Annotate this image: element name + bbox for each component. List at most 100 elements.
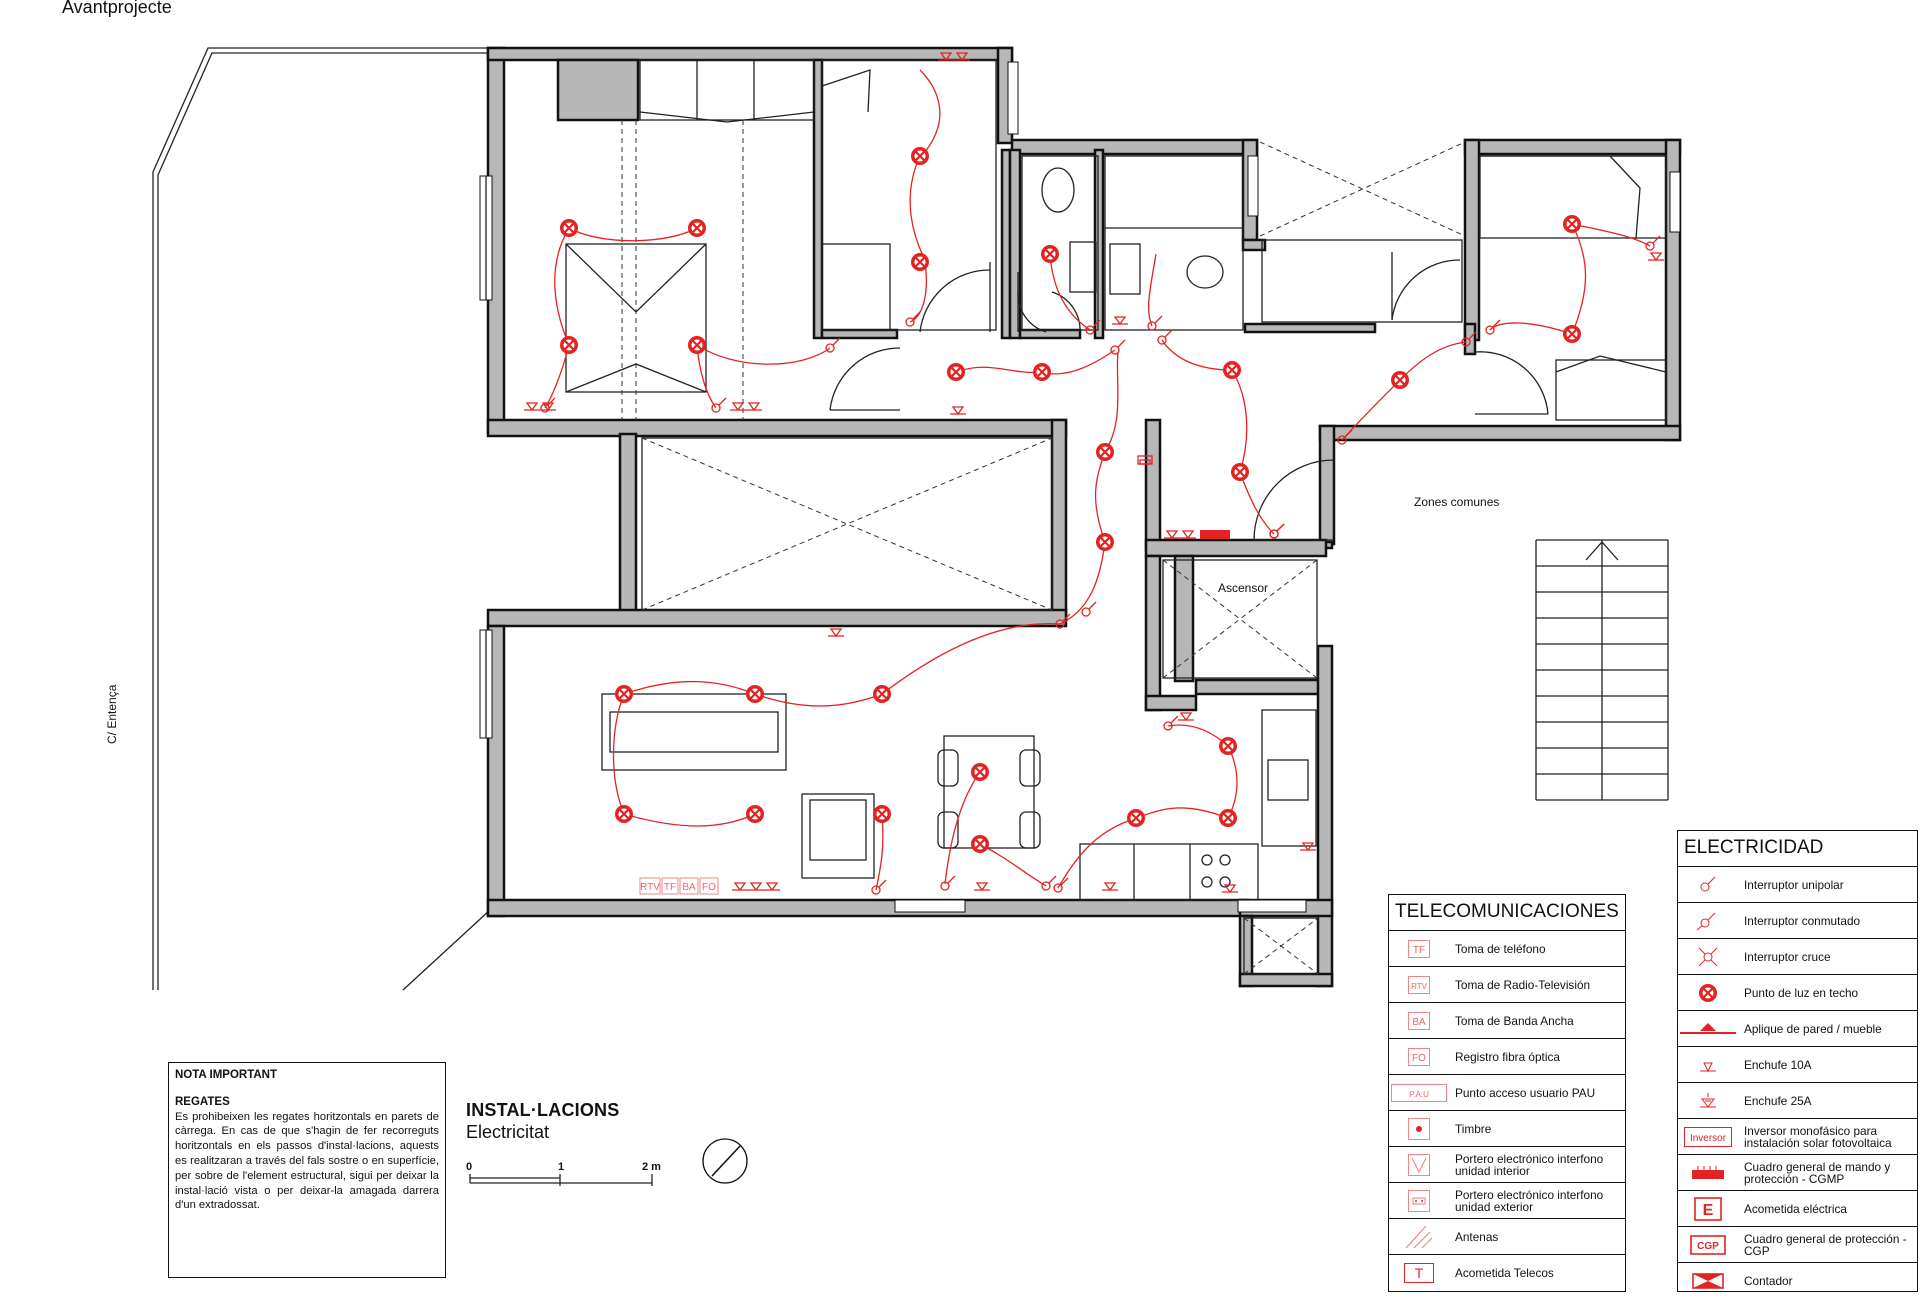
symbol-inversor-icon: Inversor <box>1678 1119 1738 1154</box>
scale-tick-0: 0 <box>466 1161 472 1173</box>
scale-bar: 0 1 2 m <box>466 1161 661 1186</box>
ceiling-light-icon <box>688 219 706 237</box>
svg-text:Inversor: Inversor <box>1690 1133 1727 1144</box>
ceiling-lights <box>560 147 1581 853</box>
telecom-legend-label: Portero electrónico interfono unidad ext… <box>1455 1187 1604 1214</box>
electric-legend-row: Inversor Inversor monofásico para instala… <box>1678 1119 1917 1155</box>
north-arrow-icon <box>702 1138 748 1184</box>
socket-10a-icon <box>1678 1047 1738 1082</box>
ceiling-light-icon <box>615 685 633 703</box>
electric-legend-label: Punto de luz en techo <box>1744 985 1859 1000</box>
common-zone-label: Zones comunes <box>1414 495 1499 509</box>
ceiling-light-icon <box>911 253 929 271</box>
electric-legend-label: Contador <box>1744 1273 1793 1288</box>
svg-text:TF: TF <box>1413 945 1425 956</box>
electric-legend-row: Interruptor cruce <box>1678 939 1917 975</box>
ceiling-light-icon <box>1223 361 1241 379</box>
electric-legend-label: Acometida eléctrica <box>1744 1201 1847 1216</box>
rtv-socket-label: RTV <box>640 882 660 893</box>
drawing-title: INSTAL·LACIONS Electricitat <box>466 1100 619 1143</box>
walls <box>486 46 1682 988</box>
intercom-inner-icon <box>1389 1147 1449 1182</box>
meter-icon <box>1678 1263 1738 1298</box>
electric-legend-row: Aplique de pared / mueble <box>1678 1011 1917 1047</box>
ceiling-light-icon <box>1219 737 1237 755</box>
street-edge <box>152 47 491 991</box>
telecom-legend-label: Toma de Radio-Televisión <box>1455 977 1591 992</box>
electric-legend-row: E Acometida eléctrica <box>1678 1191 1917 1227</box>
electric-legend-label: Inversor monofásico para instalación sol… <box>1744 1123 1892 1150</box>
note-subtitle: REGATES <box>175 1095 230 1108</box>
telecom-legend-label: Timbre <box>1455 1121 1492 1136</box>
ceiling-light-icon <box>971 763 989 781</box>
important-note: NOTA IMPORTANT REGATES Es prohibeixen le… <box>168 1062 446 1278</box>
ceiling-light-icon <box>1391 371 1409 389</box>
electric-legend-label: Enchufe 10A <box>1744 1057 1812 1072</box>
bell-icon <box>1389 1111 1449 1146</box>
ceiling-light-icon <box>947 363 965 381</box>
telecom-legend-row: Timbre <box>1389 1111 1625 1147</box>
telecom-sockets: RTV TF BA FO <box>639 877 719 895</box>
symbol-pau-icon: P.A.U <box>1389 1075 1449 1110</box>
socket-25a-icon <box>1678 1083 1738 1118</box>
ceiling-light-icon <box>688 336 706 354</box>
ceiling-light-icon <box>1563 215 1581 233</box>
ceiling-light-icon <box>1096 533 1114 551</box>
ceiling-light-icon <box>873 805 891 823</box>
intercom-outer-icon <box>1389 1183 1449 1218</box>
ceiling-light-icon <box>560 219 578 237</box>
electric-legend-row: Interruptor conmutado <box>1678 903 1917 939</box>
telecom-legend-row: RTV Toma de Radio-Televisión <box>1389 967 1625 1003</box>
ceiling-light-icon <box>971 835 989 853</box>
ceiling-light-icon <box>911 147 929 165</box>
note-title: NOTA IMPORTANT <box>175 1069 277 1081</box>
electric-legend-label: Interruptor conmutado <box>1744 913 1861 928</box>
windows <box>479 61 1681 913</box>
ceiling-light-icon <box>1033 363 1051 381</box>
telecom-legend-row: Portero electrónico interfono unidad ext… <box>1389 1183 1625 1219</box>
svg-text:FO: FO <box>1412 1053 1426 1064</box>
svg-text:RTV: RTV <box>1411 982 1428 991</box>
telecom-legend-row: Portero electrónico interfono unidad int… <box>1389 1147 1625 1183</box>
telecom-legend-label: Acometida Telecos <box>1455 1266 1554 1280</box>
scale-tick-1: 1 <box>558 1161 564 1173</box>
electric-legend-label: Interruptor cruce <box>1744 949 1831 964</box>
electric-legend-label: Cuadro general de mando y protección - C… <box>1744 1159 1891 1186</box>
electric-legend-row: Punto de luz en techo <box>1678 975 1917 1011</box>
ceiling-light-icon <box>746 805 764 823</box>
ceiling-light-icon <box>615 805 633 823</box>
electric-legend-title: ELECTRICIDAD <box>1678 831 1917 867</box>
ceiling-light-icon <box>1678 975 1738 1010</box>
electric-legend-label: Interruptor unipolar <box>1744 877 1844 892</box>
street-label: C/ Entença <box>105 684 119 744</box>
ceiling-light-icon <box>746 685 764 703</box>
drawing-title-sub: Electricitat <box>466 1122 550 1142</box>
telecom-legend-row: TF Toma de teléfono <box>1389 931 1625 967</box>
ceiling-light-icon <box>1563 325 1581 343</box>
symbol-rtv-icon: RTV <box>1389 967 1449 1002</box>
electric-legend-label: Aplique de pared / mueble <box>1744 1021 1882 1036</box>
drawing-title-main: INSTAL·LACIONS <box>466 1100 620 1120</box>
wall-light-icon <box>1678 1011 1738 1046</box>
ceiling-light-icon <box>1231 463 1249 481</box>
telecom-legend-label: Toma de teléfono <box>1455 941 1546 956</box>
symbol-e-icon: E <box>1678 1191 1738 1226</box>
electric-legend-row: Cuadro general de mando y protección - C… <box>1678 1155 1917 1191</box>
electric-legend-row: Enchufe 10A <box>1678 1047 1917 1083</box>
ceiling-light-icon <box>873 685 891 703</box>
cgmp-icon <box>1678 1155 1738 1190</box>
switches <box>540 235 1661 895</box>
note-body: Es prohibeixen les regates horitzontals … <box>175 1110 439 1212</box>
symbol-t-icon: T <box>1389 1255 1449 1291</box>
telecom-legend-row: T Acometida Telecos <box>1389 1255 1625 1291</box>
electric-legend-row: Contador <box>1678 1263 1917 1298</box>
ceiling-light-icon <box>1096 443 1114 461</box>
tf-socket-label: TF <box>664 882 676 893</box>
furniture <box>565 59 1669 975</box>
